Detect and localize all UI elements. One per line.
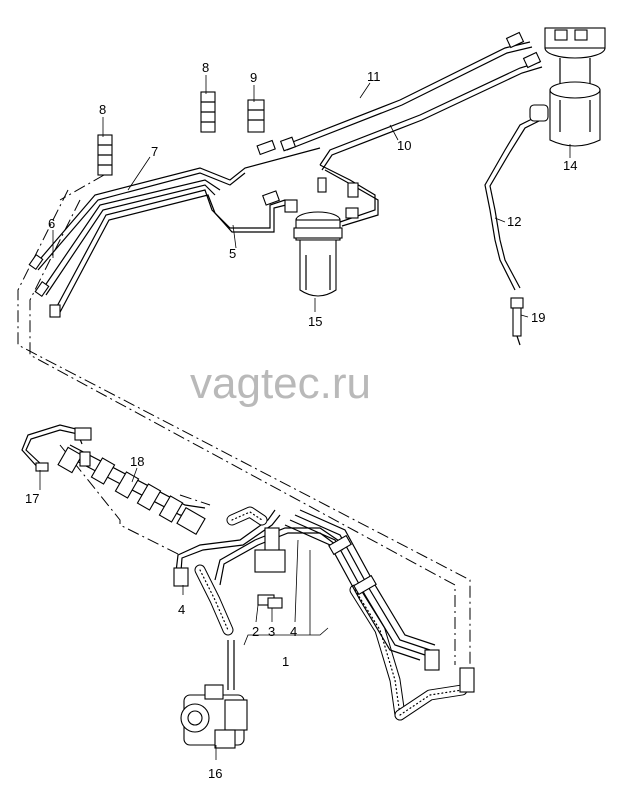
- fuel-pump-module: [529, 27, 606, 147]
- callout-17: 17: [25, 491, 39, 506]
- fuel-pipe-bundle: [28, 31, 546, 346]
- callout-18: 18: [130, 454, 144, 469]
- callout-labels: 8 8 9 7 6 11 10 5 15 14 12 19 17 18 4 2 …: [25, 60, 577, 781]
- leader-lines: [39, 75, 571, 760]
- callout-7: 7: [151, 144, 158, 159]
- callout-5: 5: [229, 246, 236, 261]
- callout-9: 9: [250, 70, 257, 85]
- callout-2: 2: [252, 624, 259, 639]
- callout-15: 15: [308, 314, 322, 329]
- callout-12: 12: [507, 214, 521, 229]
- callout-16: 16: [208, 766, 222, 781]
- fuel-hoses: [194, 506, 468, 721]
- pipe-clip: [97, 91, 265, 176]
- callout-1: 1: [282, 654, 289, 669]
- callout-19: 19: [531, 310, 545, 325]
- fuel-filter: [284, 199, 343, 297]
- callout-10: 10: [397, 138, 411, 153]
- line-bundle: [284, 509, 475, 693]
- fuel-rail: [57, 444, 206, 536]
- callout-4: 4: [290, 624, 297, 639]
- callout-3: 3: [268, 624, 275, 639]
- callout-11: 11: [367, 69, 381, 84]
- high-pressure-pump: [180, 640, 248, 749]
- callout-4: 4: [178, 602, 185, 617]
- pressure-pipes: [173, 509, 346, 609]
- return-pipe: [21, 424, 92, 472]
- watermark: vagtec.ru: [190, 359, 371, 408]
- callout-8: 8: [99, 102, 106, 117]
- assembly-outline: [17, 174, 471, 665]
- callout-14: 14: [563, 158, 577, 173]
- callout-6: 6: [48, 216, 55, 231]
- callout-8: 8: [202, 60, 209, 75]
